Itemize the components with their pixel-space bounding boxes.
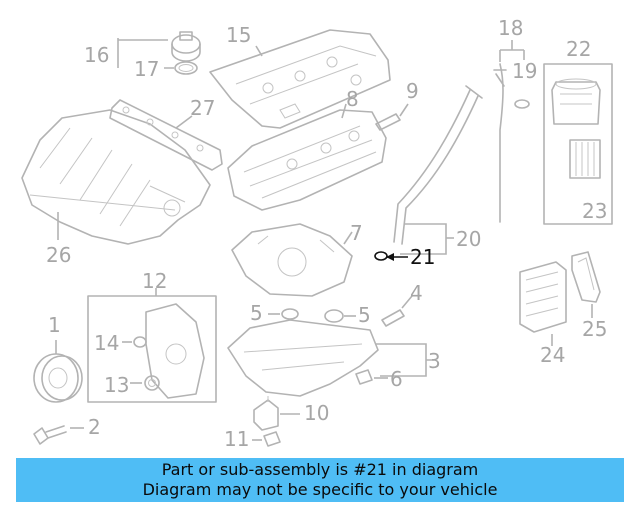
label-27: 27 <box>190 96 215 120</box>
cap-o-ring-part[interactable] <box>174 61 198 75</box>
label-6: 6 <box>390 367 403 391</box>
sensor-nut-part[interactable] <box>252 431 281 447</box>
label-25: 25 <box>582 317 607 341</box>
oil-pan-part[interactable] <box>227 319 434 397</box>
crank-pulley-part[interactable] <box>33 340 83 403</box>
label-10: 10 <box>304 401 329 425</box>
banner-line-2: Diagram may not be specific to your vehi… <box>142 480 498 499</box>
timing-housing-part[interactable] <box>231 223 353 297</box>
label-18: 18 <box>498 16 523 40</box>
label-24: 24 <box>540 343 565 367</box>
timing-cover-part[interactable] <box>145 303 205 399</box>
oil-cooler-part[interactable] <box>519 261 567 346</box>
oil-level-sensor-part[interactable] <box>253 396 300 431</box>
label-5-left: 5 <box>250 301 263 325</box>
pulley-bolt-part[interactable] <box>33 425 84 445</box>
dipstick-o-ring-part[interactable] <box>514 99 530 109</box>
label-1: 1 <box>48 313 61 337</box>
o-ring-21-part[interactable] <box>374 251 408 261</box>
dipstick-tube-part[interactable] <box>393 85 483 255</box>
label-3: 3 <box>428 349 441 373</box>
timing-cover-box <box>87 295 217 403</box>
banner-line-1: Part or sub-assembly is #21 in diagram <box>161 460 479 479</box>
label-23: 23 <box>582 199 607 223</box>
pan-sensor-part[interactable] <box>381 295 413 327</box>
info-banner: Part or sub-assembly is #21 in diagram D… <box>16 458 624 502</box>
intake-manifold-part[interactable] <box>21 109 211 245</box>
label-21: 21 <box>410 245 435 269</box>
cylinder-head-part[interactable] <box>227 103 387 211</box>
filter-box <box>543 63 613 225</box>
oil-filler-cap-part[interactable] <box>171 31 201 62</box>
sensor-part[interactable] <box>375 103 409 131</box>
label-8: 8 <box>346 87 359 111</box>
cover-seal-14-part[interactable] <box>122 336 147 348</box>
label-9: 9 <box>406 79 419 103</box>
seal-washer-left-part[interactable] <box>268 308 299 320</box>
manifold-gasket-part[interactable] <box>109 99 223 171</box>
label-17: 17 <box>134 57 159 81</box>
label-19: 19 <box>512 59 537 83</box>
drain-plug-part[interactable] <box>355 369 388 385</box>
label-13: 13 <box>104 373 129 397</box>
label-20: 20 <box>456 227 481 251</box>
label-12: 12 <box>142 269 167 293</box>
label-4: 4 <box>410 281 423 305</box>
label-11: 11 <box>224 427 249 451</box>
label-22: 22 <box>566 37 591 61</box>
crank-seal-13-part[interactable] <box>130 375 160 391</box>
valve-cover-part[interactable] <box>209 29 391 129</box>
label-15: 15 <box>226 23 251 47</box>
filter-housing-cap-part[interactable] <box>551 78 601 125</box>
label-2: 2 <box>88 415 101 439</box>
seal-washer-right-part[interactable] <box>324 309 356 323</box>
label-5-right: 5 <box>358 303 371 327</box>
oil-filter-element-part[interactable] <box>569 139 601 179</box>
label-26: 26 <box>46 243 71 267</box>
label-14: 14 <box>94 331 119 355</box>
label-16: 16 <box>84 43 109 67</box>
dipstick-part[interactable] <box>493 63 507 223</box>
cooler-gasket-part[interactable] <box>571 251 601 318</box>
label-7: 7 <box>350 221 363 245</box>
